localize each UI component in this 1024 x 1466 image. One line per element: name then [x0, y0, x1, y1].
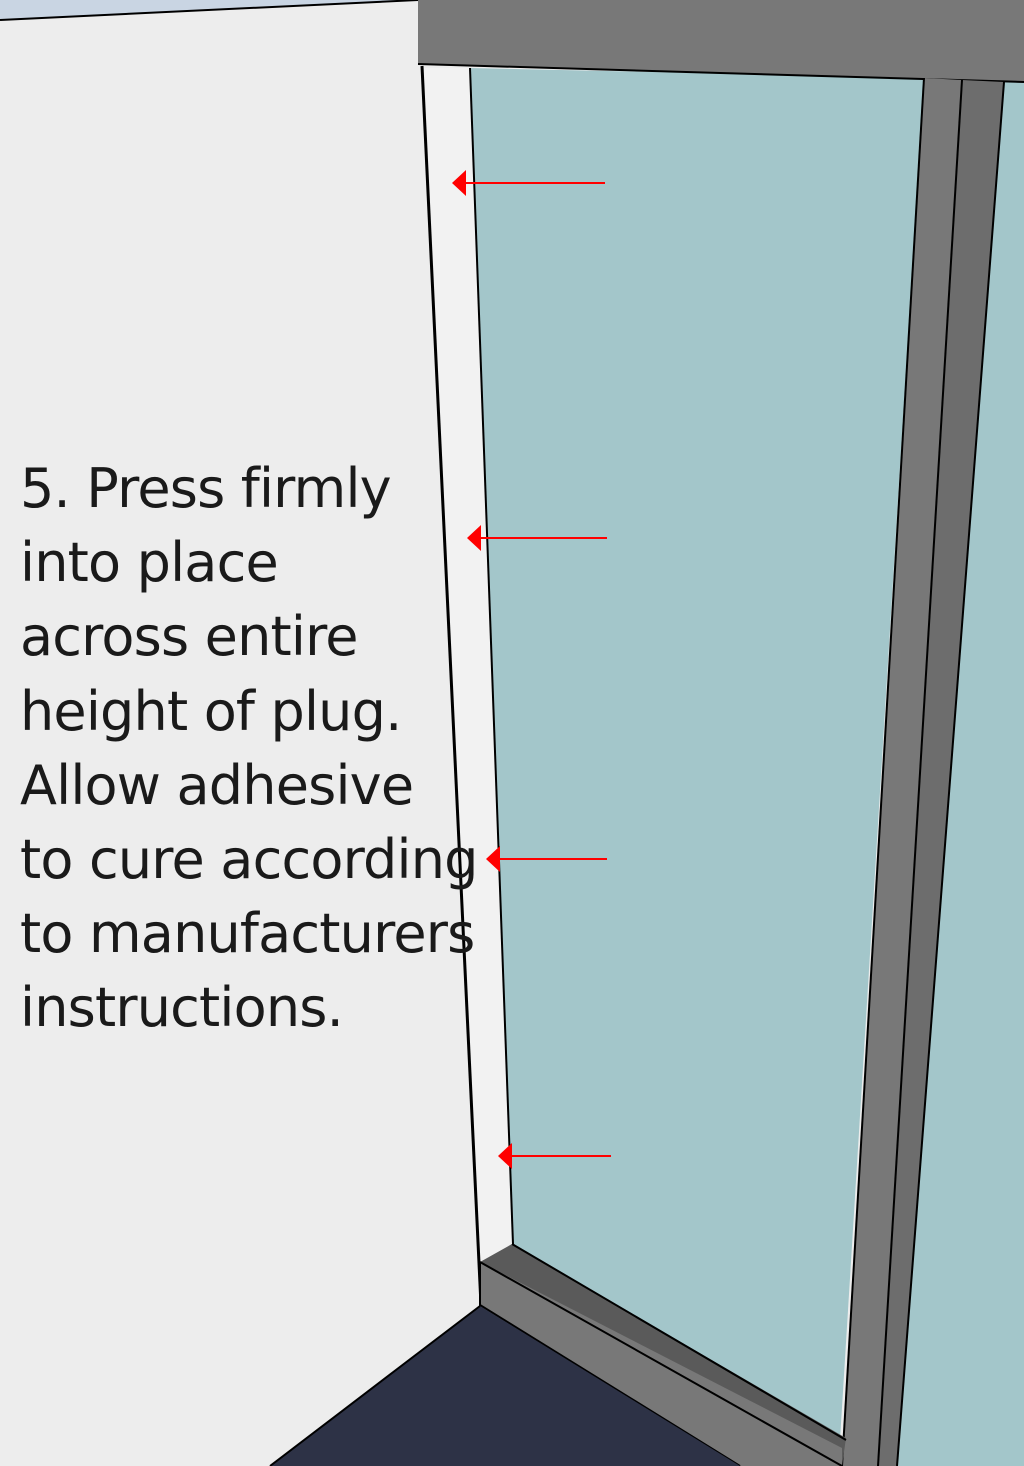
press-arrow-2 [467, 525, 607, 551]
arrowhead-icon [452, 170, 466, 196]
arrowhead-icon [486, 846, 500, 872]
mullion-left-face [842, 78, 962, 1466]
press-arrow-4 [498, 1143, 611, 1169]
plug-strip [424, 68, 512, 1262]
mullion-right-face [878, 80, 1004, 1466]
ceiling-line [0, 0, 419, 21]
glass-pane-right [897, 82, 1024, 1466]
mullion-edge-2 [877, 79, 963, 1466]
arrowhead-icon [467, 525, 481, 551]
instruction-line: to cure according [20, 828, 478, 892]
sill-edge-3 [479, 1304, 741, 1466]
instruction-line: Allow adhesive [20, 753, 414, 817]
instruction-text: 5. Press firmly into place across entire… [20, 452, 480, 1046]
arrowhead-icon [498, 1143, 512, 1169]
sill-edge-2 [511, 1243, 847, 1441]
plug-outer-edge [420, 65, 483, 1306]
instruction-line: height of plug. [20, 679, 402, 743]
top-frame [418, 0, 1024, 82]
press-arrow-1 [452, 170, 605, 196]
instruction-line: instructions. [20, 976, 344, 1040]
mullion-edge-3 [896, 81, 1005, 1466]
mullion-edge-1 [841, 77, 925, 1466]
instruction-line: to manufacturers [20, 902, 475, 966]
floor [270, 1306, 740, 1466]
floor-edge [269, 1305, 481, 1466]
plug-inner-edge [469, 67, 514, 1245]
instruction-line: 5. Press firmly [20, 457, 392, 520]
instruction-line: into place [20, 531, 279, 595]
glass-pane [470, 68, 924, 1440]
sill-edge-1 [479, 1261, 843, 1466]
press-arrow-3 [486, 846, 607, 872]
instruction-line: across entire [20, 605, 359, 669]
